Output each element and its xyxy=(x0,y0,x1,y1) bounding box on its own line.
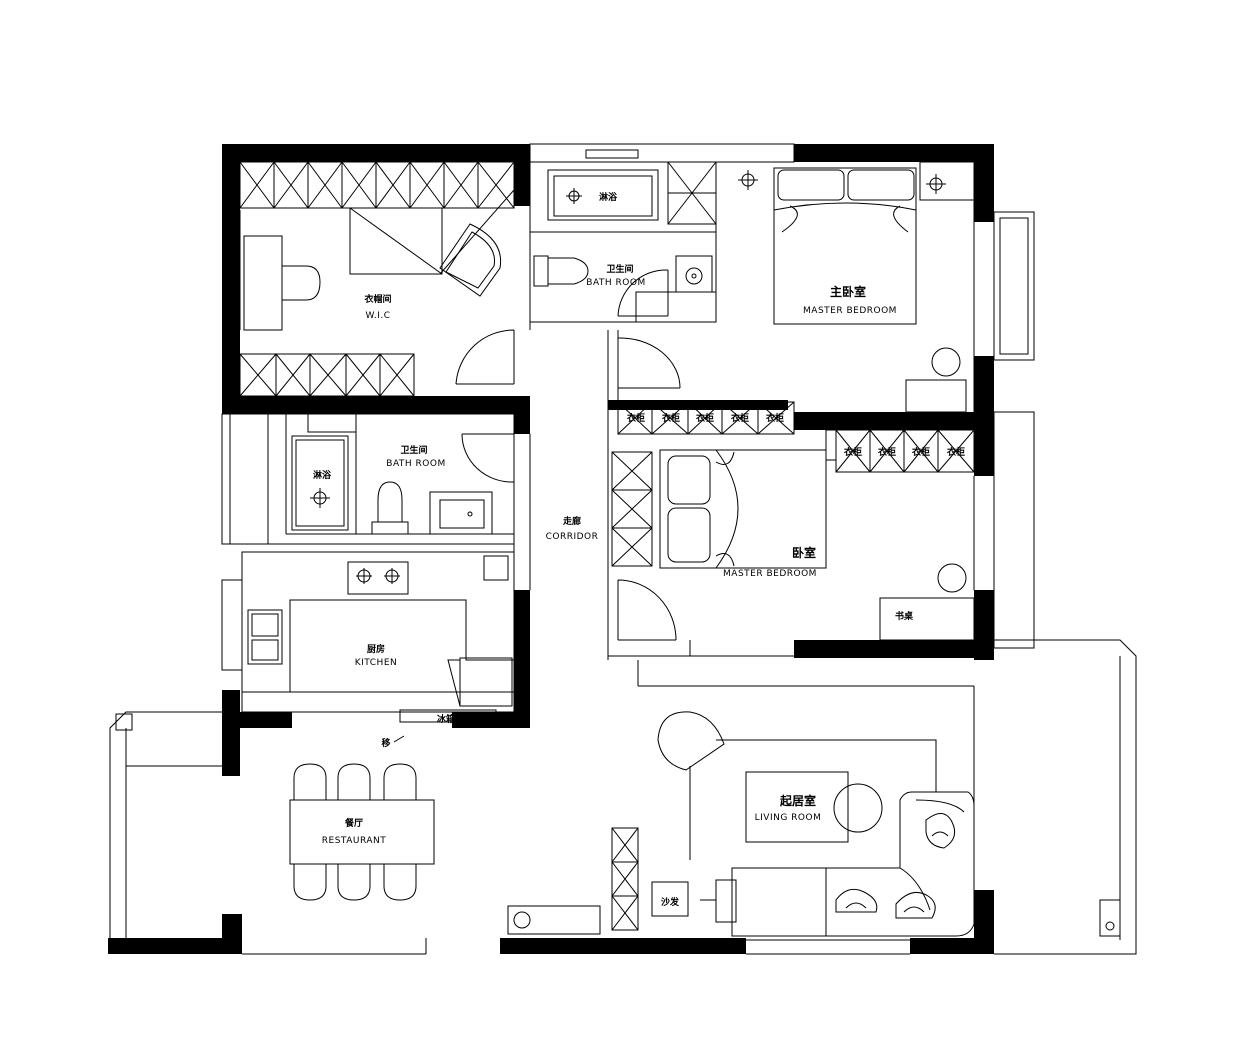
restaurant-label-cn: 餐厅 xyxy=(344,817,363,829)
kitchen-room: 厨房 KITCHEN 冰箱 移 xyxy=(247,555,514,749)
master-chair-icon xyxy=(931,347,961,377)
second-bed xyxy=(659,449,827,569)
dining-table xyxy=(289,799,435,865)
bath2-door[interactable] xyxy=(461,433,515,483)
bath1-label-en: BATH ROOM xyxy=(586,278,645,288)
bath1-label-cn: 卫生间 xyxy=(606,263,633,275)
wardrobe-label-4: 衣柜 xyxy=(731,412,749,424)
bedroom-label-en: MASTER BEDROOM xyxy=(723,569,817,579)
wardrobe-label-8: 衣柜 xyxy=(912,446,930,458)
bath2-room: 淋浴 卫生间 BATH ROOM xyxy=(291,433,515,535)
sofa-side-table xyxy=(651,881,689,917)
bath2-label-en: BATH ROOM xyxy=(386,459,445,469)
bath1-door[interactable] xyxy=(617,269,669,317)
corridor-label-cn: 走廊 xyxy=(562,515,581,527)
sofa xyxy=(731,791,975,937)
master-bed xyxy=(773,167,917,325)
fridge-label: 冰箱 xyxy=(437,713,455,725)
wic-lounge-chair xyxy=(439,223,502,297)
wardrobe-row-top xyxy=(617,401,795,435)
corridor: 走廊 CORRIDOR xyxy=(507,515,639,935)
master-label-en: MASTER BEDROOM xyxy=(803,306,897,316)
bath2-toilet-icon xyxy=(371,481,409,535)
sliding-door[interactable] xyxy=(399,709,497,723)
wic-vanity xyxy=(243,235,321,331)
wardrobe-label-5: 衣柜 xyxy=(766,412,784,424)
corridor-label-en: CORRIDOR xyxy=(546,532,599,542)
bath1-room: 淋浴 卫生间 BATH ROOM xyxy=(533,161,717,323)
floor-lamp xyxy=(715,879,737,923)
living-room: 起居室 LIVING ROOM 沙发 xyxy=(651,711,975,937)
sofa-side-label: 沙发 xyxy=(661,896,680,908)
second-bedroom: 书桌 卧室 MASTER BEDROOM xyxy=(617,429,975,641)
wic-island xyxy=(349,189,515,275)
second-chair-icon xyxy=(937,563,967,593)
stove-icon xyxy=(347,561,409,595)
living-armchair xyxy=(657,711,725,860)
wardrobe-label-1: 衣柜 xyxy=(627,412,645,424)
master-nightstand-right-lamp-icon xyxy=(926,174,946,194)
coffee-table xyxy=(745,771,849,843)
wardrobe-label-2: 衣柜 xyxy=(662,412,680,424)
wic-label-en: W.I.C xyxy=(365,311,390,321)
second-bedroom-door[interactable] xyxy=(617,579,677,641)
dining-chairs-bottom xyxy=(293,864,417,901)
living-label-en: LIVING ROOM xyxy=(755,813,822,823)
bath2-shower xyxy=(291,435,349,531)
bath1-sink-icon xyxy=(675,255,713,293)
wardrobe-row-right xyxy=(835,429,975,473)
bath2-shower-label: 淋浴 xyxy=(313,469,332,481)
kitchen-label-en: KITCHEN xyxy=(355,658,398,668)
wardrobe-label-6: 衣柜 xyxy=(844,446,862,458)
sliding-door-label: 移 xyxy=(381,737,390,749)
corridor-cabinet xyxy=(611,827,639,931)
bath1-shower xyxy=(547,169,659,221)
walls xyxy=(108,144,994,954)
wardrobe-column-left xyxy=(611,451,653,567)
kitchen-sink-icon xyxy=(247,609,283,665)
wardrobe-label-7: 衣柜 xyxy=(878,446,896,458)
bath2-shower-head-icon xyxy=(310,488,330,508)
fridge xyxy=(459,657,513,707)
desk xyxy=(879,597,975,641)
dining-room: 餐厅 RESTAURANT xyxy=(289,763,435,901)
wic-label-cn: 衣帽间 xyxy=(364,293,391,305)
wardrobes: 衣柜 衣柜 衣柜 衣柜 衣柜 衣柜 衣柜 衣柜 衣柜 xyxy=(611,401,975,567)
wic-room: 衣帽间 W.I.C xyxy=(239,161,515,397)
wardrobe-label-3: 衣柜 xyxy=(696,412,714,424)
bath2-sink-icon xyxy=(429,491,493,535)
wardrobe-label-9: 衣柜 xyxy=(947,446,965,458)
master-nightstand-left-lamp-icon xyxy=(738,170,758,190)
bath2-label-cn: 卫生间 xyxy=(400,444,427,456)
master-bedroom-door[interactable] xyxy=(617,337,681,389)
master-bedroom: 主卧室 MASTER BEDROOM xyxy=(617,161,975,389)
wic-bottom-cabinets xyxy=(239,353,415,397)
bath1-shower-head-icon xyxy=(566,188,582,204)
dining-chairs-top xyxy=(293,763,417,800)
wic-door[interactable] xyxy=(455,329,515,385)
wic-top-cabinets xyxy=(239,161,515,209)
master-label-cn: 主卧室 xyxy=(830,284,866,299)
bath1-shower-label: 淋浴 xyxy=(599,191,618,203)
living-label-cn: 起居室 xyxy=(779,793,816,808)
desk-label: 书桌 xyxy=(895,610,914,622)
bedroom-label-cn: 卧室 xyxy=(792,545,816,560)
bath1-toilet-icon xyxy=(533,255,589,287)
bath1-linen-cabinet xyxy=(667,161,717,225)
restaurant-label-en: RESTAURANT xyxy=(322,836,386,846)
shoe-bench xyxy=(507,905,601,935)
kitchen-label-cn: 厨房 xyxy=(367,643,385,655)
